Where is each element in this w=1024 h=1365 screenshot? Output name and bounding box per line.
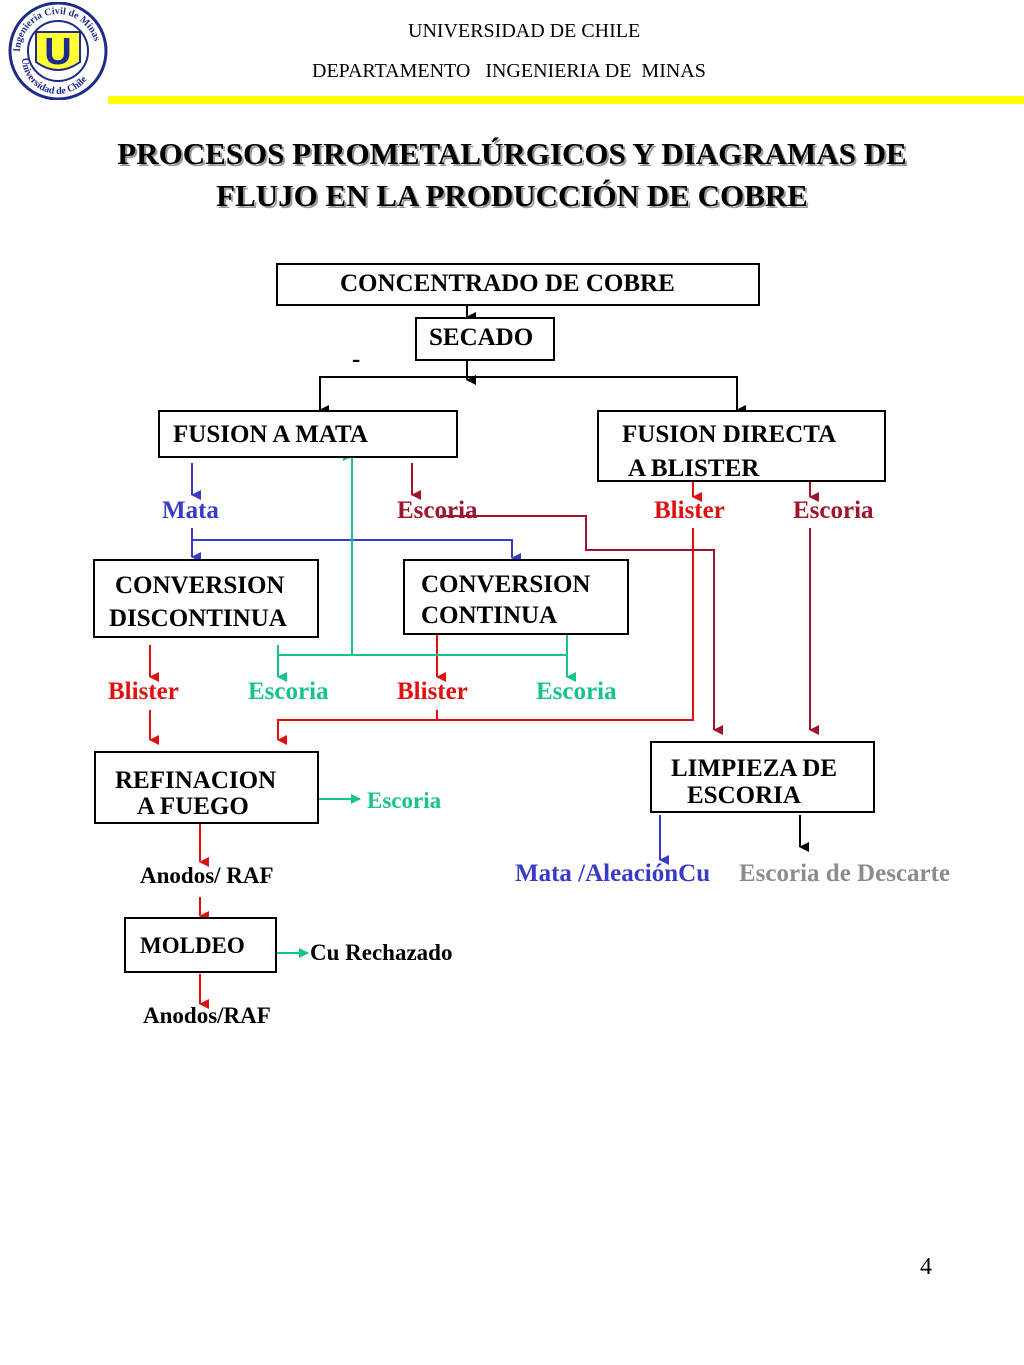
label-escoria-fd: Escoria <box>793 497 874 524</box>
page-title-line2: FLUJO EN LA PRODUCCIÓN DE COBRE <box>216 178 808 213</box>
box-refinacion-label-1: REFINACION <box>115 767 277 794</box>
box-fusion-mata-label: FUSION A MATA <box>173 421 368 448</box>
label-cu-rechazado: Cu Rechazado <box>310 940 453 965</box>
box-fusion-mata <box>158 410 458 458</box>
label-escoria-descarte: Escoria de Descarte <box>739 860 951 887</box>
box-moldeo <box>124 917 277 973</box>
box-secado <box>415 317 555 361</box>
page-title-line1: PROCESOS PIROMETALÚRGICOS Y DIAGRAMAS DE <box>117 136 907 171</box>
box-limpieza-label-1: LIMPIEZA DE <box>671 755 838 782</box>
label-mata: Mata <box>162 497 219 524</box>
box-limpieza <box>650 741 875 813</box>
label-blister-cc: Blister <box>397 678 468 705</box>
header-divider <box>108 96 1024 104</box>
arrow-to-fusion-directa <box>467 376 746 415</box>
box-conv-cont-label-2: CONTINUA <box>421 602 558 629</box>
box-fusion-directa-label-2: A BLISTER <box>628 455 760 482</box>
header-university: UNIVERSIDAD DE CHILE <box>408 20 641 42</box>
box-conv-cont-label-1: CONVERSION <box>421 571 591 598</box>
logo-letter: U <box>44 31 71 73</box>
label-escoria-fm: Escoria <box>397 497 478 524</box>
arrow-to-fusion-mata <box>319 376 467 415</box>
arrow-blister-fd-refinacion <box>277 528 694 745</box>
box-conv-disc-label-1: CONVERSION <box>115 572 285 599</box>
label-mata-aleacion: Mata /AleaciónCu <box>515 860 711 887</box>
box-moldeo-label: MOLDEO <box>140 933 245 958</box>
box-conversion-continua <box>403 559 629 635</box>
arrow-mata-conv-cont <box>192 539 521 563</box>
label-blister-cd: Blister <box>108 678 179 705</box>
box-concentrado <box>276 263 760 306</box>
label-escoria-cc: Escoria <box>536 678 617 705</box>
box-concentrado-label: CONCENTRADO DE COBRE <box>340 270 675 297</box>
box-conversion-discontinua <box>93 559 319 638</box>
box-refinacion-label-2: A FUEGO <box>137 793 249 820</box>
label-escoria-cd: Escoria <box>248 678 329 705</box>
box-limpieza-label-2: ESCORIA <box>687 782 801 809</box>
label-anodos-raf-2: Anodos/RAF <box>143 1003 271 1028</box>
header-department: DEPARTAMENTO INGENIERIA DE MINAS <box>312 60 706 82</box>
university-logo: Ingeniería Civil de Minas Universidad de… <box>6 1 110 101</box>
box-fusion-directa <box>597 410 886 482</box>
arrow-escoria-fm-limpieza <box>440 515 723 735</box>
label-blister-fd: Blister <box>654 497 725 524</box>
box-conv-disc-label-2: DISCONTINUA <box>109 605 287 632</box>
box-secado-label: SECADO <box>429 324 534 351</box>
label-escoria-ref: Escoria <box>367 788 442 813</box>
label-anodos-raf-1: Anodos/ RAF <box>140 863 274 888</box>
page-number: 4 <box>920 1254 932 1280</box>
box-fusion-directa-label-1: FUSION DIRECTA <box>622 421 837 448</box>
box-refinacion <box>94 751 319 824</box>
dash-mark: - <box>352 346 361 373</box>
